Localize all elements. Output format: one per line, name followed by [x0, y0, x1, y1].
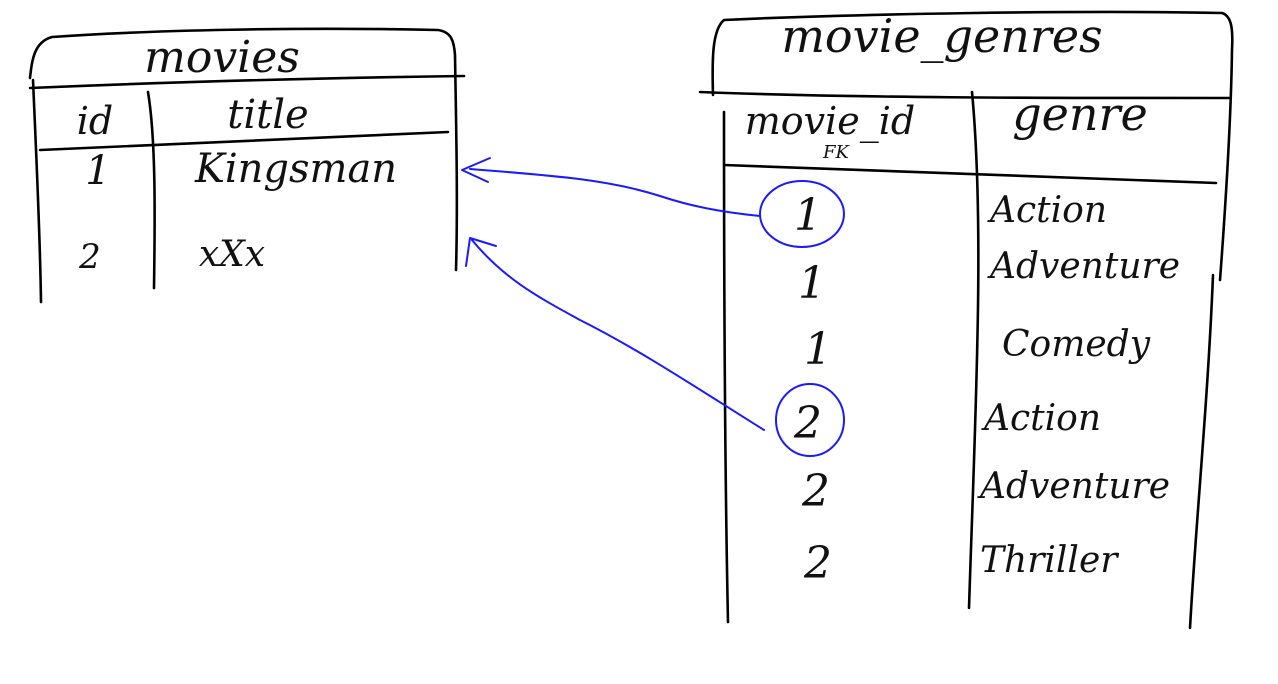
movie-genres-table-title: movie_genres: [781, 9, 1102, 63]
movies-header-divider: [38, 130, 450, 152]
movie-genres-row-6-genre: Thriller: [980, 540, 1119, 581]
table-row: 1 Kingsman: [85, 146, 397, 194]
movie-genres-row-4-genre: Action: [981, 398, 1101, 439]
movie-genres-row-2-genre: Adventure: [987, 246, 1180, 287]
movies-column-header-title: title: [227, 92, 308, 138]
movies-left-border: [31, 78, 43, 304]
movie-genres-table-outline: [711, 10, 1234, 282]
relation-arrows: [461, 157, 845, 457]
movies-row-2-id: 2: [78, 237, 101, 277]
table-row: 1 Adventure: [798, 246, 1180, 309]
table-row: 1 Comedy: [804, 324, 1151, 375]
movie-genres-column-header-movie-id: movie_id: [745, 99, 916, 144]
table-row: 2 xXx: [78, 234, 265, 277]
movies-table-outline: [28, 27, 459, 272]
fk-arrow-1: [469, 168, 761, 217]
movie-genres-row-3-genre: Comedy: [1002, 324, 1151, 365]
movie-genres-row-4-movie-id: 2: [793, 398, 822, 449]
movie-genres-row-6-movie-id: 2: [803, 538, 832, 589]
fk-highlight-circle-2: [775, 383, 845, 457]
movie-genres-row-2-movie-id: 1: [798, 258, 826, 309]
movies-row-1-title: Kingsman: [194, 146, 397, 192]
movies-column-header-id: id: [77, 99, 113, 143]
movie-genres-table: movie_genres movie_id FK genre 1 Action …: [698, 9, 1234, 630]
fk-arrow-1-head: [461, 157, 491, 183]
movie-genres-row-5-genre: Adventure: [977, 466, 1170, 507]
movies-row-2-title: xXx: [199, 234, 265, 275]
fk-arrow-2-head: [465, 237, 497, 267]
movies-table-title: movies: [144, 32, 300, 83]
movies-row-1-id: 1: [85, 148, 110, 194]
movies-column-divider: [146, 90, 156, 290]
movie-genres-row-1-movie-id: 1: [794, 190, 822, 241]
table-row: 1 Action: [794, 190, 1107, 241]
movie-genres-column-divider: [967, 90, 980, 610]
movie-genres-left-border: [722, 110, 730, 624]
movie-genres-right-border: [1188, 273, 1215, 630]
fk-arrow-2: [471, 239, 765, 431]
movie-genres-row-5-movie-id: 2: [801, 466, 830, 517]
table-row: 2 Adventure: [801, 466, 1170, 517]
table-row: 2 Thriller: [803, 538, 1119, 589]
fk-highlight-circle-1: [759, 180, 845, 248]
movies-title-divider: [28, 74, 466, 90]
movie-genres-column-header-genre: genre: [1012, 87, 1148, 141]
movie-genres-title-divider: [698, 90, 1232, 100]
movies-table: movies id title 1 Kingsman 2 xXx: [28, 27, 466, 304]
movie-genres-row-3-movie-id: 1: [804, 324, 832, 375]
movie-genres-row-1-genre: Action: [987, 190, 1107, 231]
fk-label: FK: [822, 142, 850, 163]
table-row: 2 Action: [793, 398, 1101, 449]
